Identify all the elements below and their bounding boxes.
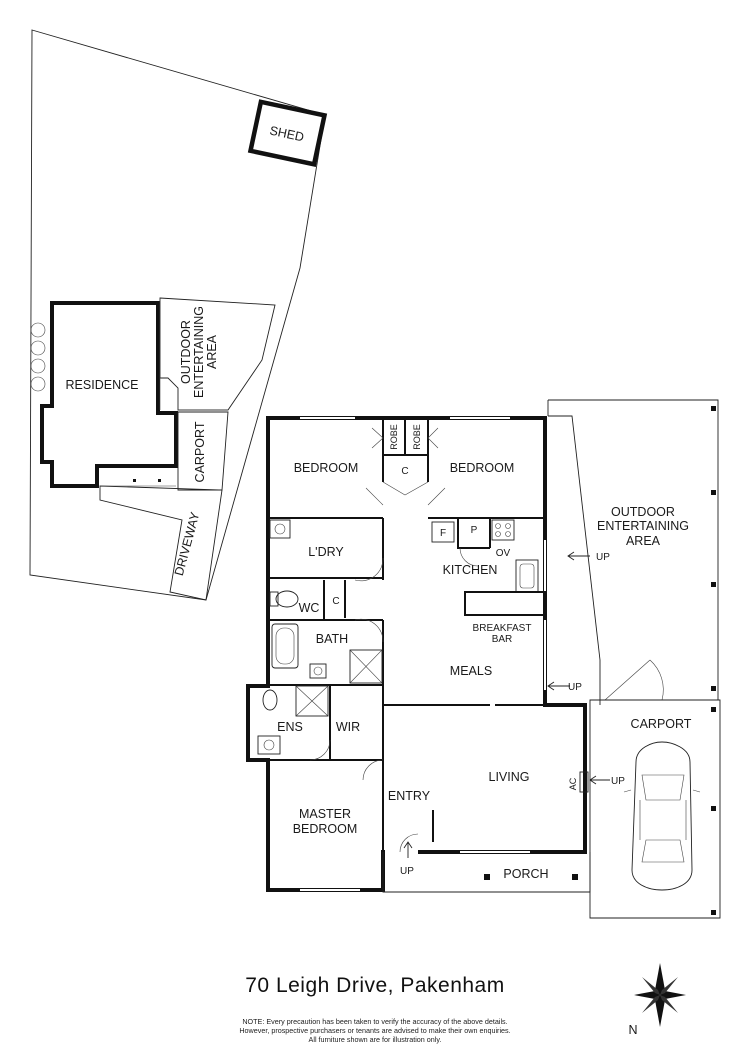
master-bedroom-label-2: BEDROOM: [293, 822, 358, 836]
residence-label: RESIDENCE: [66, 378, 139, 392]
meals-label: MEALS: [450, 664, 492, 678]
outdoor-area-top-label-3: AREA: [205, 334, 219, 369]
cupboard-label-hall: C: [332, 596, 339, 607]
laundry-label: L'DRY: [308, 545, 344, 559]
outdoor-area-top-label-1: OUTDOOR: [179, 320, 193, 384]
carport-right-label: CARPORT: [631, 717, 692, 731]
up-label-meals: UP: [568, 682, 582, 693]
up-label-porch: UP: [400, 866, 414, 877]
disclaimer-line-1: NOTE: Every precaution has been taken to…: [242, 1017, 508, 1026]
kitchen-label: KITCHEN: [443, 563, 498, 577]
master-bedroom-label-1: MASTER: [299, 807, 351, 821]
robe-right-label: ROBE: [412, 424, 422, 450]
outdoor-area-top-label-2: ENTERTAINING: [192, 306, 206, 398]
pantry-label: P: [471, 525, 478, 536]
outdoor-right-label-3: AREA: [626, 534, 661, 548]
living-label: LIVING: [489, 770, 530, 784]
porch-label: PORCH: [503, 867, 548, 881]
breakfast-bar-label-1: BREAKFAST: [473, 623, 532, 634]
cupboard-label-top: C: [401, 466, 408, 477]
ensuite-label: ENS: [277, 720, 303, 734]
driveway-label: DRIVEWAY: [172, 510, 203, 577]
up-label-kitchen: UP: [596, 552, 610, 563]
bedroom-right-label: BEDROOM: [450, 461, 515, 475]
outdoor-right-label-2: ENTERTAINING: [597, 519, 689, 533]
compass-icon: [634, 963, 686, 1027]
entry-label: ENTRY: [388, 789, 431, 803]
breakfast-bar-label-2: BAR: [492, 634, 513, 645]
outdoor-right-label-1: OUTDOOR: [611, 505, 675, 519]
main-plan: BEDROOM BEDROOM ROBE ROBE C L'DRY WC C B…: [246, 416, 625, 893]
carport-top-label: CARPORT: [193, 421, 207, 482]
north-label: N: [628, 1023, 637, 1037]
property-address: 70 Leigh Drive, Pakenham: [245, 974, 505, 997]
fridge-label: F: [440, 528, 446, 539]
car-icon: [623, 741, 701, 891]
bedroom-left-label: BEDROOM: [294, 461, 359, 475]
ac-label: AC: [568, 777, 578, 790]
disclaimer-line-3: All furniture shown are for illustration…: [308, 1035, 442, 1044]
oven-label: OV: [496, 548, 511, 559]
bath-label: BATH: [316, 632, 348, 646]
up-label-carport: UP: [611, 776, 625, 787]
disclaimer-line-2: However, prospective purchasers or tenan…: [239, 1026, 511, 1035]
shed-label: SHED: [268, 124, 305, 145]
wir-label: WIR: [336, 720, 360, 734]
wc-label: WC: [299, 601, 320, 615]
right-outdoor: OUTDOOR ENTERTAINING AREA CARPORT: [547, 399, 721, 919]
robe-left-label: ROBE: [389, 424, 399, 450]
site-plan: SHED RESIDENCE OUTDOOR ENTERTAINING AREA…: [29, 29, 328, 601]
